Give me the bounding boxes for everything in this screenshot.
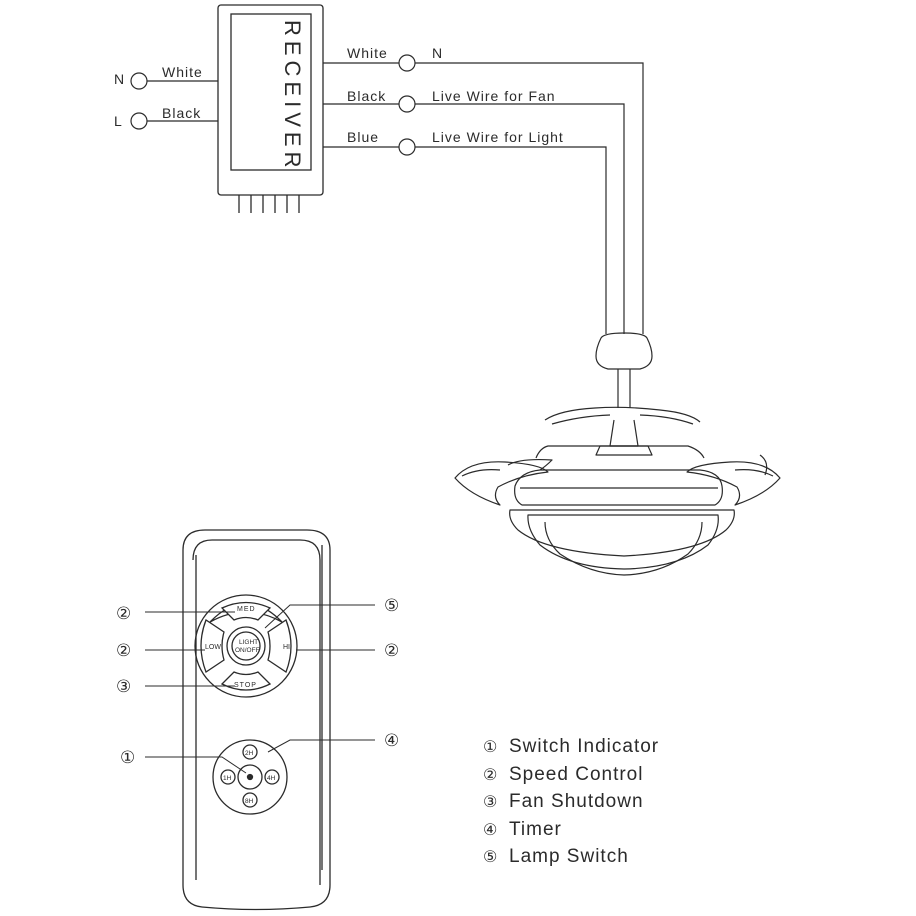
output-wire-blue-label: Blue: [347, 129, 379, 145]
light-button-label-line2: ON/OFF: [235, 647, 260, 654]
hi-button-label: HI: [283, 644, 290, 651]
legend-text: Fan Shutdown: [509, 791, 644, 812]
terminal-l-connector: [130, 112, 148, 130]
timer-1h-label: 1H: [223, 775, 232, 782]
timer-8h-label: 8H: [245, 798, 254, 805]
callout-lines: [145, 604, 375, 774]
legend-item: ④ Timer: [483, 816, 659, 844]
legend-item: ② Speed Control: [483, 761, 659, 789]
input-wires: [130, 72, 218, 130]
legend-number: ②: [483, 766, 499, 784]
terminal-n-connector: [130, 72, 148, 90]
low-button-label: LOW: [205, 644, 221, 651]
light-button-label-line1: LIGHT: [239, 639, 258, 646]
legend-number: ①: [483, 739, 499, 756]
receiver: [217, 4, 324, 213]
callout-hi-number: ②: [384, 641, 399, 660]
switch-indicator: [237, 764, 263, 790]
legend-number: ④: [483, 821, 499, 839]
fan-rod-lower: [609, 419, 639, 447]
legend-number: ⑤: [483, 849, 499, 866]
legend-number: ③: [483, 794, 499, 811]
receiver-title: RECEIVER: [280, 20, 305, 172]
fan-canopy: [595, 332, 653, 370]
output-wire-black-label: Black: [347, 88, 386, 104]
legend-item: ① Switch Indicator: [483, 733, 659, 761]
legend-text: Speed Control: [509, 763, 644, 785]
legend: ① Switch Indicator ② Speed Control ③ Fan Sh…: [483, 733, 659, 871]
callout-stop-number: ③: [116, 677, 131, 696]
terminal-n-label: N: [114, 71, 124, 87]
output-black-connector: [398, 95, 416, 113]
callout-light-number: ⑤: [384, 596, 399, 615]
callout-timer-number: ④: [384, 731, 399, 750]
callout-low-number: ②: [116, 641, 131, 660]
fan-light-inner: [527, 514, 719, 570]
timer-8h-button[interactable]: [242, 792, 258, 808]
callout-med-number: ②: [116, 604, 131, 623]
remote-control: [182, 529, 331, 911]
legend-item: ⑤ Lamp Switch: [483, 843, 659, 871]
legend-text: Timer: [509, 818, 562, 840]
timer-4h-button[interactable]: [264, 769, 280, 785]
timer-2h-button[interactable]: [242, 744, 258, 760]
fan-blade-right: [686, 461, 781, 506]
med-button-label: MED: [237, 606, 256, 613]
output-n-label: N: [432, 45, 443, 61]
input-wire-white-label: White: [162, 64, 203, 80]
fan-button-cluster: [194, 594, 298, 698]
output-blue-connector: [398, 138, 416, 156]
fan-blade-upper: [544, 406, 701, 423]
callout-indicator-number: ①: [120, 748, 135, 767]
timer-2h-label: 2H: [245, 750, 254, 757]
timer-1h-button[interactable]: [220, 769, 236, 785]
remote-body: [182, 529, 331, 911]
timer-4h-label: 4H: [267, 775, 276, 782]
output-light-label: Live Wire for Light: [432, 129, 564, 145]
output-fan-label: Live Wire for Fan: [432, 88, 556, 104]
low-button[interactable]: [200, 619, 225, 673]
legend-text: Switch Indicator: [509, 736, 660, 757]
legend-item: ③ Fan Shutdown: [483, 788, 659, 816]
output-white-connector: [398, 54, 416, 72]
ceiling-fan-illustration: [454, 332, 781, 576]
timer-button-cluster: [212, 739, 288, 815]
legend-text: Lamp Switch: [509, 846, 629, 867]
terminal-l-label: L: [114, 113, 122, 129]
light-button[interactable]: [226, 626, 266, 666]
hi-button[interactable]: [267, 619, 292, 673]
output-wire-white-label: White: [347, 45, 388, 61]
fan-body: [514, 469, 723, 506]
output-wires: [323, 54, 644, 334]
stop-button-label: STOP: [234, 682, 257, 689]
fan-light-outer: [509, 509, 735, 557]
input-wire-black-label: Black: [162, 105, 201, 121]
fan-blade-left: [454, 461, 549, 506]
fan-blade-left-top: [507, 458, 553, 471]
